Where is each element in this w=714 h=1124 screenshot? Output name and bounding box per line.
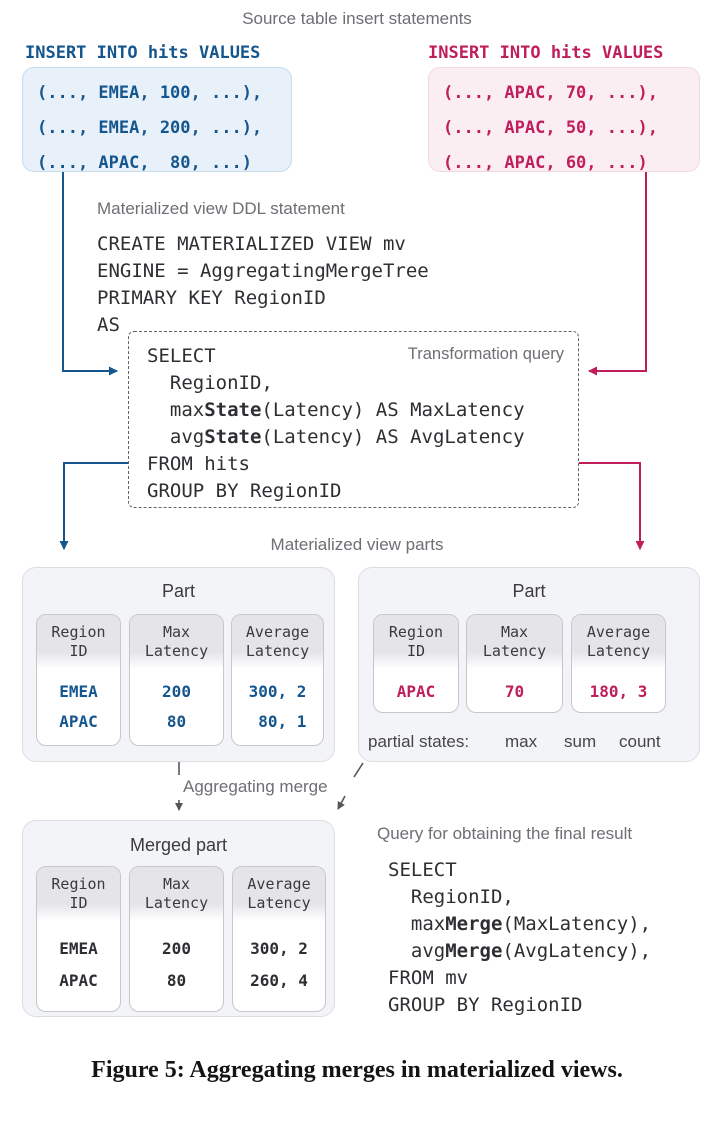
part-left-title: Part xyxy=(161,581,195,601)
aggregating-merge-label: Aggregating merge xyxy=(183,777,328,796)
column-values-region: EMEA APAC xyxy=(59,682,98,731)
insert-right-label: INSERT INTO hits VALUES xyxy=(428,43,664,63)
column-values-max-latency: 70 xyxy=(504,682,525,701)
figure-caption: Figure 5: Aggregating merges in material… xyxy=(91,1057,623,1083)
part-right-title: Part xyxy=(512,581,546,601)
column-header-text: Max Latency xyxy=(144,875,209,912)
mv-parts-label: Materialized view parts xyxy=(270,535,444,554)
column-header-max-latency: Max Latency xyxy=(467,615,562,669)
ddl-code: CREATE MATERIALIZED VIEW mv ENGINE = Agg… xyxy=(97,233,429,336)
insert-left-label: INSERT INTO hits VALUES xyxy=(25,43,261,63)
partial-state-sum: sum xyxy=(564,732,597,751)
merged-part-title: Merged part xyxy=(129,835,228,855)
column-header-text: Average Latency xyxy=(247,875,311,912)
part-left-box: Part Region ID EMEA APAC Max Latency 200… xyxy=(22,567,335,762)
insert-left-values: (..., EMEA, 100, ...), (..., EMEA, 200, … xyxy=(22,67,292,173)
column-card-avg-latency: Average Latency 300, 2 80, 1 xyxy=(231,614,324,746)
column-header-avg-latency: Average Latency xyxy=(572,615,665,669)
column-header-avg-latency: Average Latency xyxy=(232,615,323,669)
partial-state-max: max xyxy=(505,732,538,751)
arrow-insert-right-to-query xyxy=(588,170,647,376)
column-header-text: Average Latency xyxy=(586,623,651,660)
final-query-code: SELECT RegionID, maxMerge(MaxLatency), a… xyxy=(388,859,652,1016)
final-query-label: Query for obtaining the final result xyxy=(377,824,633,843)
column-card-region: Region ID APAC xyxy=(373,614,459,713)
column-header-text: Average Latency xyxy=(245,623,310,660)
column-card-max-latency: Max Latency 70 xyxy=(466,614,563,713)
column-values-max-latency: 200 80 xyxy=(162,682,191,731)
source-inserts-title: Source table insert statements xyxy=(242,9,472,28)
merged-part-box: Merged part Region ID EMEA APAC Max Late… xyxy=(22,820,335,1017)
column-header-text: Max Latency xyxy=(482,623,547,660)
column-header-avg-latency: Average Latency xyxy=(233,867,325,921)
transformation-query-code: SELECT RegionID, maxState(Latency) AS Ma… xyxy=(147,345,525,502)
column-values-region: APAC xyxy=(396,682,436,701)
column-header-text: Max Latency xyxy=(144,623,209,660)
part-right-box: Part Region ID APAC Max Latency 70 Avera… xyxy=(358,567,700,762)
column-card-region: Region ID EMEA APAC xyxy=(36,614,121,746)
column-header-region: Region ID xyxy=(37,615,120,669)
ddl-label: Materialized view DDL statement xyxy=(97,199,345,218)
column-header-max-latency: Max Latency xyxy=(130,867,223,921)
column-values-avg-latency: 300, 2 260, 4 xyxy=(250,939,308,990)
merge-line-right-stub xyxy=(353,762,364,778)
column-header-text: Region ID xyxy=(51,875,106,912)
column-values-avg-latency: 300, 2 80, 1 xyxy=(248,682,307,731)
transformation-query-box: Transformation query SELECT RegionID, ma… xyxy=(128,331,579,508)
column-values-region: EMEA APAC xyxy=(59,939,98,990)
partial-states-label: partial states: xyxy=(368,732,470,751)
column-card-max-latency: Max Latency 200 80 xyxy=(129,866,224,1012)
column-values-avg-latency: 180, 3 xyxy=(589,682,648,701)
partial-state-count: count xyxy=(619,732,661,751)
column-header-region: Region ID xyxy=(37,867,120,921)
column-values-max-latency: 200 80 xyxy=(162,939,191,990)
column-header-text: Region ID xyxy=(51,623,106,660)
column-card-max-latency: Max Latency 200 80 xyxy=(129,614,224,746)
column-header-max-latency: Max Latency xyxy=(130,615,223,669)
column-header-text: Region ID xyxy=(388,623,444,660)
column-header-region: Region ID xyxy=(374,615,458,669)
insert-right-values: (..., APAC, 70, ...), (..., APAC, 50, ..… xyxy=(428,67,700,173)
column-card-avg-latency: Average Latency 300, 2 260, 4 xyxy=(232,866,326,1012)
transformation-query-label: Transformation query xyxy=(407,345,564,363)
column-card-avg-latency: Average Latency 180, 3 xyxy=(571,614,666,713)
column-card-region: Region ID EMEA APAC xyxy=(36,866,121,1012)
merge-arrow-right xyxy=(337,795,346,810)
